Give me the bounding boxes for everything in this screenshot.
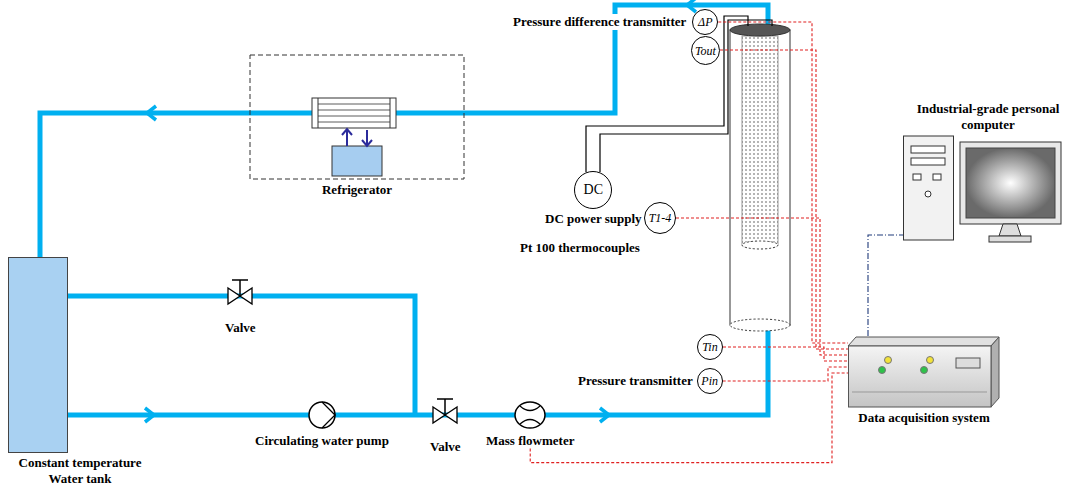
sensor-circle: Tout (691, 36, 720, 65)
component-label: Pressure difference transmitter (511, 14, 688, 30)
tank-icon (8, 257, 68, 453)
component-label: Valve (430, 439, 461, 455)
fridge-icon (249, 54, 465, 180)
part-label: Pt 100 thermocouples (520, 240, 640, 256)
sensor-symbol: T1-4 (649, 212, 672, 224)
thermocouple-sensor: T1-4 (644, 202, 676, 234)
signal-line (530, 373, 848, 463)
flowmeter-symbol: Mass flowmeter (486, 399, 574, 449)
component-label: Valve (225, 320, 256, 336)
temperature-sensor: Tout (691, 36, 720, 65)
computer: Industrial-grade personal computer (903, 101, 1063, 246)
valve-icon (225, 274, 255, 318)
sensor-circle: DC (574, 171, 612, 209)
pump-symbol: Circulating water pump (255, 399, 389, 449)
flow-icon (513, 399, 547, 431)
data-link (868, 235, 903, 336)
sensor-circle: T1-4 (644, 202, 676, 234)
sensor-circle: ΔP (692, 9, 718, 35)
signal-line (723, 347, 848, 361)
refrigerator-unit: Refrigerator (249, 54, 465, 198)
signal-line (720, 50, 848, 349)
signal-line (718, 22, 848, 343)
sensor-circle: Pin (697, 368, 723, 394)
valve-symbol: Valve (430, 393, 461, 455)
signal-line (676, 218, 848, 355)
pressure-sensor: Pressure transmitter Pin (578, 368, 723, 394)
valve-icon (430, 393, 460, 437)
valve-symbol: Valve (225, 274, 256, 336)
temperature-sensor: Tin (697, 334, 723, 360)
component-label: Data acquisition system (858, 410, 989, 426)
sensor-symbol: ΔP (698, 16, 712, 28)
component-label: Industrial-grade personal computer (913, 101, 1063, 132)
water-tank: Constant temperature Water tank (8, 257, 156, 486)
pressure-difference-sensor: Pressure difference transmitter ΔP (511, 9, 718, 35)
sensor-symbol: Tout (695, 45, 716, 57)
data-acquisition-unit: Data acquisition system (848, 336, 1000, 426)
test-section (730, 24, 790, 331)
sensor-symbol: Tin (702, 341, 717, 353)
flow-arrow (145, 0, 696, 422)
pump-icon (306, 399, 338, 431)
sensor-circle: Tin (697, 334, 723, 360)
sensor-symbol: Pin (701, 375, 718, 387)
power-supply: DC DC power supply (545, 171, 642, 227)
component-label: Constant temperature Water tank (4, 455, 156, 486)
power-wire (586, 16, 772, 172)
component-label: DC power supply (545, 211, 642, 227)
signal-line (723, 367, 848, 381)
component-label: Refrigerator (322, 182, 392, 198)
component-label: Circulating water pump (255, 433, 389, 449)
water-pipe (40, 5, 768, 415)
sensor-symbol: DC (584, 183, 603, 197)
daq-icon (848, 336, 1000, 408)
component-label: Pressure transmitter (578, 373, 693, 389)
component-label: Mass flowmeter (486, 433, 574, 449)
pc-icon (903, 134, 1063, 246)
